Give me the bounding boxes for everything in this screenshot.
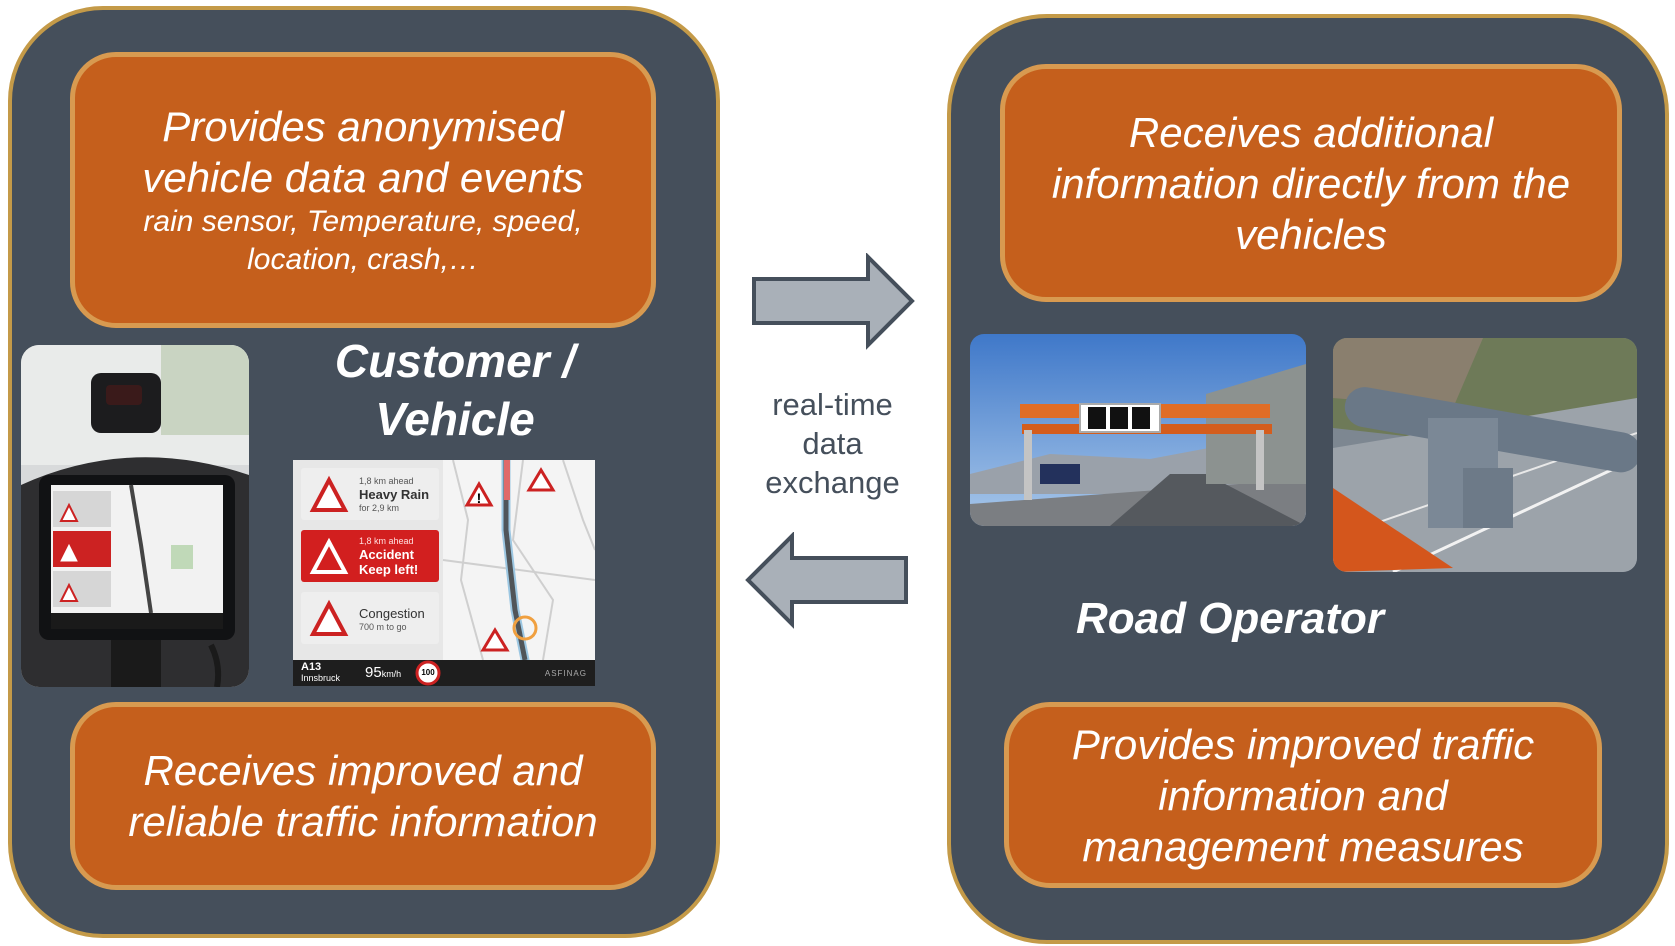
nav-place: Innsbruck — [301, 673, 341, 683]
highway-gantry-photo — [970, 334, 1306, 526]
exchange-label: real-time data exchange — [765, 387, 900, 500]
road-operator-title: Road Operator — [1075, 594, 1385, 643]
nav-brand: ASFINAG — [544, 669, 587, 678]
navigation-screen: ! 1,8 km ahead Heavy Rain for 2,9 km 1,8… — [293, 460, 595, 686]
nav-warning-1-extent: for 2,9 km — [359, 503, 400, 513]
roadside-sensor-photo — [1333, 338, 1637, 572]
customer-receives-box: Receives improved and reliable traffic i… — [70, 702, 656, 890]
operator-provides-text: Provides improved traffic information an… — [1071, 720, 1535, 870]
customer-receives-text: Receives improved and reliable traffic i… — [128, 747, 598, 845]
nav-warning-3-event: Congestion — [359, 606, 425, 621]
nav-warning-2-advice: Keep left! — [359, 562, 419, 577]
nav-road-number: A13 — [301, 661, 322, 673]
customer-provides-detail: rain sensor, Temperature, speed, locatio… — [143, 205, 583, 276]
nav-warning-accident: 1,8 km ahead Accident Keep left! — [301, 530, 439, 582]
nav-warning-2-event: Accident — [359, 547, 414, 562]
nav-speed-unit: km/h — [381, 669, 402, 679]
customer-provides-box: Provides anonymised vehicle data and eve… — [70, 52, 656, 328]
arrow-left-icon — [745, 532, 908, 629]
operator-provides-box: Provides improved traffic information an… — [1004, 702, 1602, 888]
arrow-right-icon — [752, 253, 915, 350]
operator-receives-box: Receives additional information directly… — [1000, 64, 1622, 302]
in-car-display-photo — [21, 345, 249, 687]
svg-text:!: ! — [477, 490, 482, 506]
nav-warning-heavy-rain: 1,8 km ahead Heavy Rain for 2,9 km — [301, 468, 439, 520]
nav-warning-1-event: Heavy Rain — [359, 487, 430, 502]
nav-warning-congestion: Congestion 700 m to go — [301, 592, 439, 644]
nav-speed: 95km/h — [365, 665, 401, 682]
nav-speed-limit-sign: 100 — [421, 668, 435, 677]
nav-warning-3-extent: 700 m to go — [359, 622, 407, 632]
operator-receives-text: Receives additional information directly… — [1051, 108, 1571, 258]
nav-warning-2-distance: 1,8 km ahead — [359, 536, 414, 546]
customer-vehicle-title: Customer / Vehicle — [334, 335, 576, 445]
customer-provides-text: Provides anonymised vehicle data and eve… — [142, 103, 584, 201]
nav-warning-1-distance: 1,8 km ahead — [359, 476, 414, 486]
nav-speed-value: 95 — [365, 664, 382, 681]
